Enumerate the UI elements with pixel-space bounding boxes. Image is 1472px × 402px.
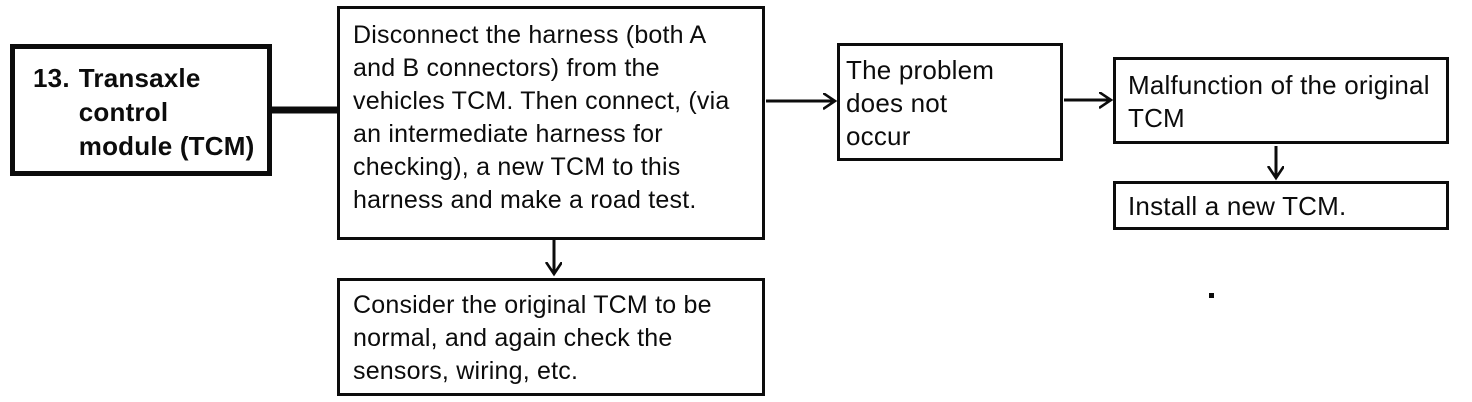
node-road-test: Disconnect the harness (both A and B con… (337, 6, 765, 240)
ink-speck (1209, 293, 1214, 298)
node-tcm: 13. Transaxle control module (TCM) (10, 44, 272, 176)
node-consider: Consider the original TCM to be normal, … (337, 278, 765, 396)
node-road-test-text: Disconnect the harness (both A and B con… (353, 21, 730, 214)
node-consider-text: Consider the original TCM to be normal, … (353, 291, 712, 385)
node-no-problem-text: The problem does not occur (846, 55, 995, 151)
node-malfunction-text: Malfunction of the original TCM (1128, 70, 1430, 133)
node-tcm-step-number: 13. (33, 63, 70, 93)
node-install: Install a new TCM. (1113, 181, 1449, 230)
node-malfunction: Malfunction of the original TCM (1113, 57, 1449, 144)
node-tcm-label: Transaxle control module (TCM) (78, 63, 255, 161)
node-no-problem: The problem does not occur (837, 43, 1063, 161)
node-install-text: Install a new TCM. (1128, 191, 1347, 221)
